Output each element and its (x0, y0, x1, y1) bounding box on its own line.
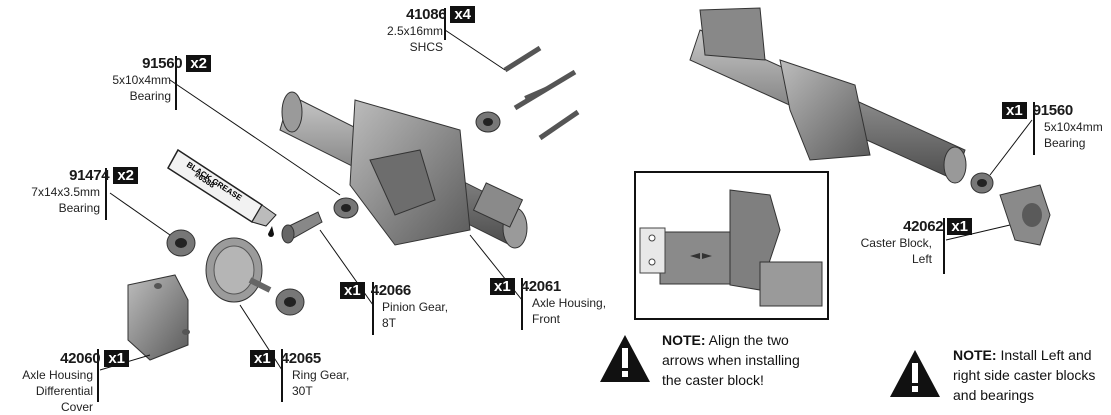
part-description: Axle Housing (22, 368, 93, 382)
callout-91560-right: x1 91560 5x10x4mm Bearing (1002, 102, 1107, 151)
note-text: the caster block! (662, 372, 764, 388)
note-text: Install Left and (996, 347, 1092, 363)
differential-cover (127, 274, 190, 361)
part-description: Pinion Gear, (382, 300, 449, 314)
quantity-badge: x1 (104, 350, 129, 367)
note-text: arrows when installing (662, 352, 800, 368)
axle-housing-right-view (689, 7, 967, 184)
note-install-caster-blocks: NOTE: Install Left and right side caster… (953, 345, 1111, 405)
callout-42066: x1 42066 Pinion Gear, 8T (340, 282, 480, 331)
part-description: Caster Block, (860, 236, 932, 250)
part-description: 2.5x16mm (386, 24, 443, 38)
part-description: Front (532, 312, 561, 326)
callout-flag-poles (97, 8, 1035, 402)
axle-housing-front (279, 91, 528, 249)
part-number: 42066 (370, 282, 412, 299)
part-number: 42060 (60, 350, 101, 367)
part-description: Differential Cover (35, 384, 93, 414)
grease-tube: BLACK GREASE #6588 (167, 148, 277, 237)
quantity-badge: x4 (450, 6, 475, 23)
part-number: 42061 (520, 278, 562, 295)
part-description: 5x10x4mm (1044, 120, 1103, 134)
screws-41086 (503, 45, 580, 141)
quantity-badge: x2 (186, 55, 211, 72)
inset-box (634, 171, 829, 320)
part-description: SHCS (409, 40, 443, 54)
part-number: 41086 (406, 6, 447, 23)
quantity-badge: x1 (1002, 102, 1027, 119)
part-number: 91474 (69, 167, 110, 184)
bearings (166, 111, 994, 316)
part-description: Bearing (129, 89, 171, 103)
part-number: 91560 (1032, 102, 1074, 119)
part-description: Left (911, 252, 932, 266)
warning-icon (600, 335, 650, 382)
callout-42065: x1 42065 Ring Gear, 30T (250, 350, 370, 399)
part-description: 7x14x3.5mm (31, 185, 100, 199)
pinion-gear (281, 211, 323, 244)
leader-lines (99, 29, 1033, 371)
part-description: Ring Gear, (292, 368, 350, 382)
caster-block-left (999, 184, 1051, 246)
quantity-badge: x2 (113, 167, 138, 184)
part-number: 91560 (142, 55, 183, 72)
quantity-badge: x1 (340, 282, 365, 299)
note-text: right side caster blocks (953, 367, 1096, 383)
quantity-badge: x1 (250, 350, 275, 367)
note-heading: NOTE: (662, 332, 706, 348)
note-text: Align the two (705, 332, 789, 348)
note-heading: NOTE: (953, 347, 997, 363)
part-description: Axle Housing, (532, 296, 607, 310)
note-align-arrows: NOTE: Align the two arrows when installi… (662, 330, 842, 390)
part-description: 5x10x4mm (112, 73, 171, 87)
part-number: 42062 (903, 218, 944, 235)
callout-42061: x1 42061 Axle Housing, Front (490, 278, 630, 327)
ring-gear (205, 237, 272, 303)
part-number: 42065 (280, 350, 322, 367)
quantity-badge: x1 (490, 278, 515, 295)
quantity-badge: x1 (947, 218, 972, 235)
part-description: Bearing (58, 201, 100, 215)
note-text: and bearings (953, 387, 1034, 403)
warning-icon (890, 350, 940, 397)
part-description: Bearing (1044, 136, 1086, 150)
part-description: 30T (292, 384, 313, 398)
part-description: 8T (382, 316, 397, 330)
